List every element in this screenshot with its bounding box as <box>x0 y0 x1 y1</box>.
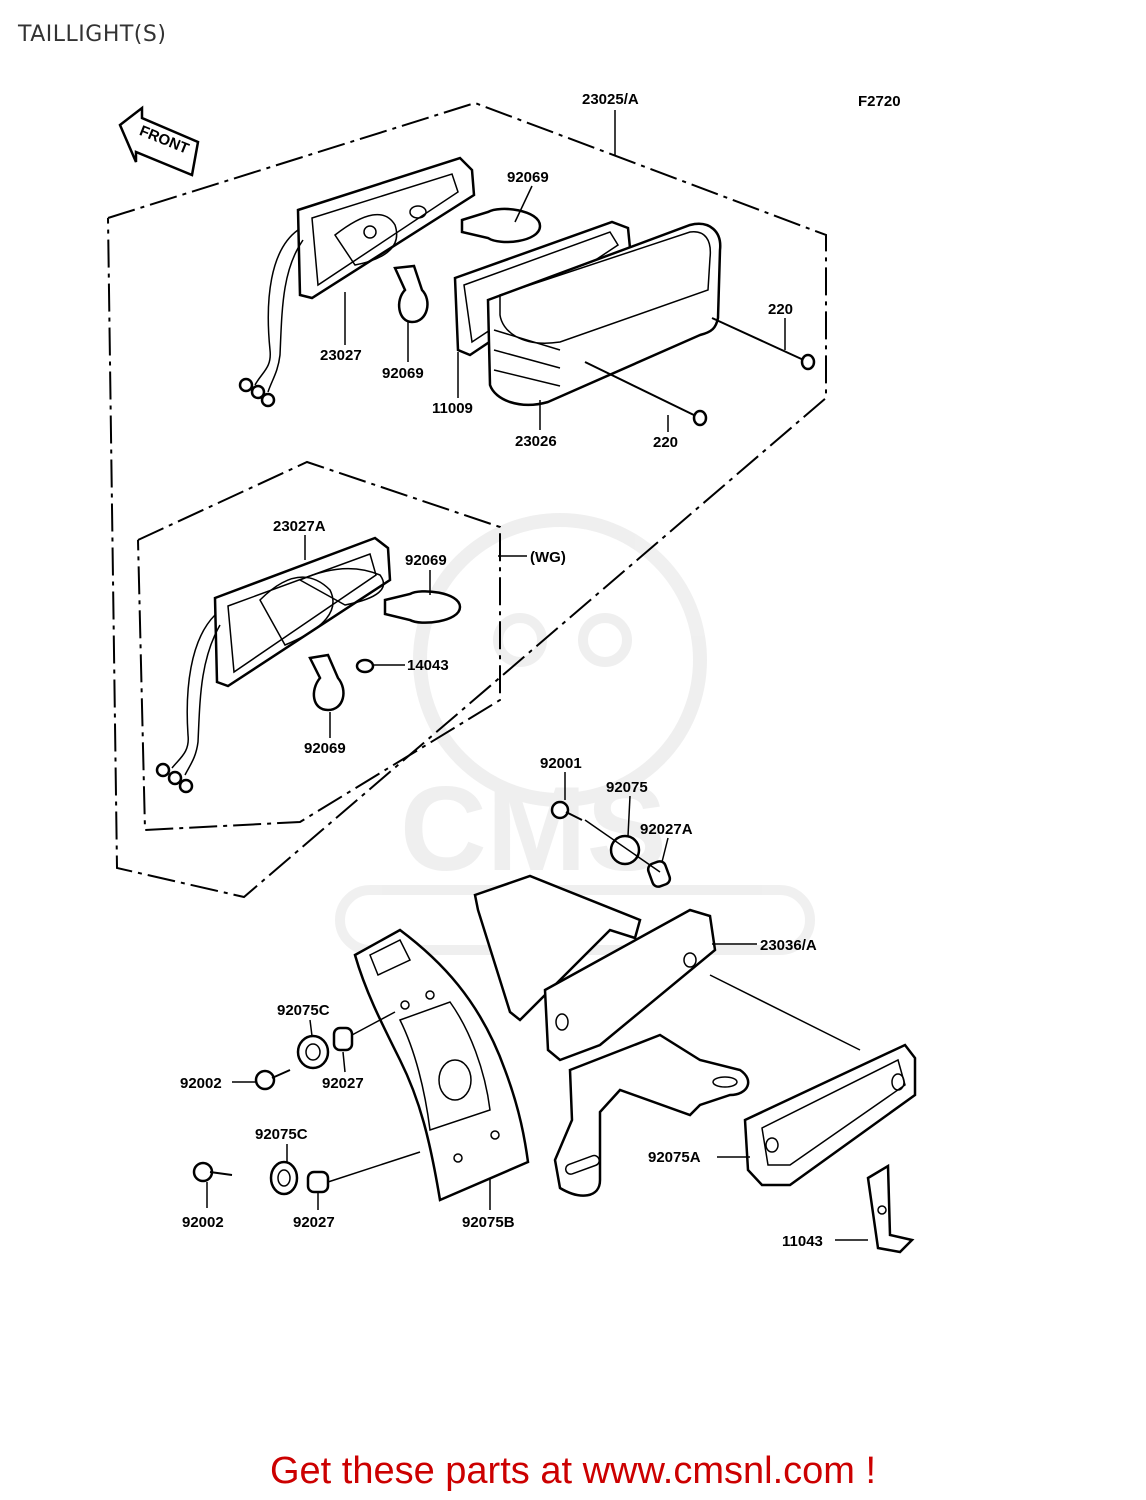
callout-92069: 92069 <box>507 169 549 186</box>
lens-23026 <box>486 222 722 407</box>
bolt-92002 <box>254 1069 291 1091</box>
washer-92075c <box>296 1034 330 1070</box>
callout-92075: 92075 <box>606 779 648 796</box>
leader-lines <box>206 110 868 1241</box>
exploded-parts-diagram: CMS F2720 FRONT <box>107 91 917 1254</box>
callout-11043: 11043 <box>782 1233 823 1250</box>
callout-23025-a: 23025/A <box>582 91 639 108</box>
diagram-code: F2720 <box>858 93 901 110</box>
taillight-base-23027a <box>155 536 392 794</box>
footer-promo-link[interactable]: Get these parts at www.cmsnl.com ! <box>269 1450 877 1492</box>
bolt-92001 <box>550 800 583 821</box>
callout-23036-a: 23036/A <box>760 937 817 954</box>
bulb-icon <box>308 653 345 712</box>
washer-92075c <box>269 1160 299 1196</box>
callout-92069: 92069 <box>304 740 346 757</box>
callout-92075b: 92075B <box>462 1214 515 1231</box>
license-lamp-92075a <box>743 1043 917 1187</box>
callout-92075a: 92075A <box>648 1149 701 1166</box>
page-title: TAILLIGHT(S) <box>18 22 167 47</box>
bulb-icon <box>383 590 462 624</box>
callout-92027: 92027 <box>322 1075 364 1092</box>
svg-text:CMS: CMS <box>400 762 667 896</box>
callout-92069: 92069 <box>382 365 424 382</box>
bulb-icon <box>393 264 429 324</box>
callout-92075c: 92075C <box>255 1126 308 1143</box>
callout-23026: 23026 <box>515 433 557 450</box>
plug-14043 <box>355 658 375 674</box>
assembly-boundary-wg <box>137 460 501 832</box>
callout-92069: 92069 <box>405 552 447 569</box>
callout-23027: 23027 <box>320 347 362 364</box>
bolt-92002 <box>192 1161 233 1183</box>
callout-11009: 11009 <box>432 400 473 417</box>
callout-220: 220 <box>653 434 678 451</box>
callout-92002: 92002 <box>182 1214 224 1231</box>
callout-92001: 92001 <box>540 755 582 772</box>
callout-220: 220 <box>768 301 793 318</box>
spacer-92027 <box>306 1170 330 1194</box>
front-arrow-icon: FRONT <box>118 105 200 177</box>
screw-220 <box>711 317 816 371</box>
plate-92075b <box>353 928 530 1202</box>
callout-wg: (WG) <box>530 549 566 566</box>
bracket-23036 <box>473 874 750 1197</box>
watermark-logo: CMS <box>335 513 815 955</box>
assembly-boundary-23025 <box>107 101 827 899</box>
callout-92027: 92027 <box>293 1214 335 1231</box>
clip-11043 <box>866 1163 915 1254</box>
taillight-base-23027 <box>238 156 476 408</box>
spacer-92027 <box>332 1026 354 1052</box>
callout-92002: 92002 <box>180 1075 222 1092</box>
callout-labels: 23025/A 92069 23027 92069 11009 23026 22… <box>180 91 823 1250</box>
callout-92027a: 92027A <box>640 821 693 838</box>
callout-14043: 14043 <box>407 657 449 674</box>
callout-92075c: 92075C <box>277 1002 330 1019</box>
screw-220 <box>584 361 708 427</box>
callout-23027a: 23027A <box>273 518 326 535</box>
bulb-icon <box>460 207 542 244</box>
